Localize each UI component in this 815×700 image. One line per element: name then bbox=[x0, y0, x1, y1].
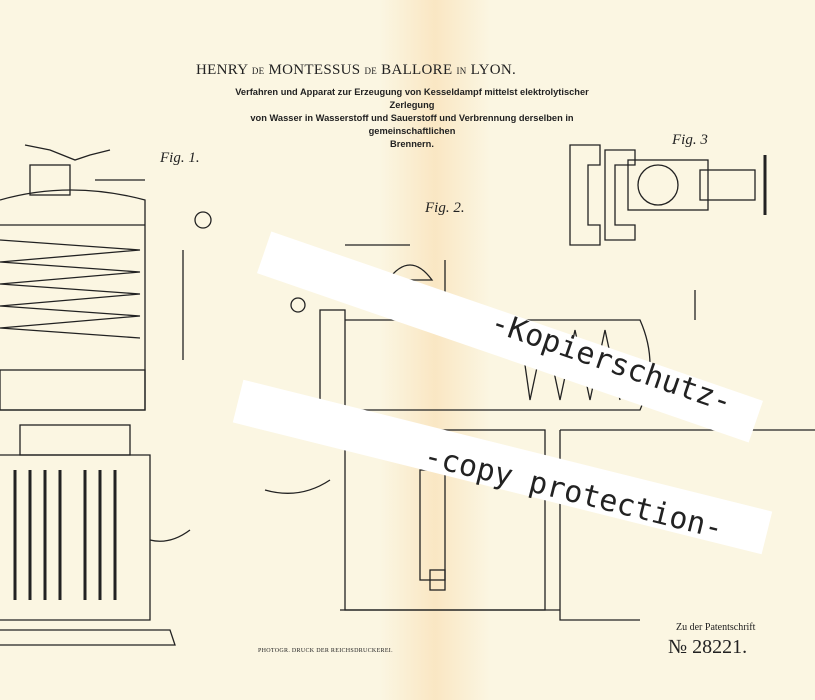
fig2-drawing bbox=[264, 244, 815, 621]
author-city: LYON. bbox=[470, 62, 517, 78]
paper-discoloration bbox=[380, 0, 490, 700]
title-line: Verfahren und Apparat zur Erzeugung von … bbox=[235, 87, 589, 110]
fig2-label: Fig. 2. bbox=[425, 200, 465, 216]
fig1-drawing bbox=[0, 144, 212, 646]
title-line: von Wasser in Wasserstoff und Sauerstoff… bbox=[250, 113, 574, 136]
author-name: MONTESSUS bbox=[268, 62, 361, 78]
patent-label: Zu der Patentschrift bbox=[676, 622, 756, 633]
fig3-drawing bbox=[569, 144, 767, 246]
fig3-label: Fig. 3 bbox=[672, 132, 708, 148]
title-line: Brennern. bbox=[390, 139, 434, 149]
printer-credit: PHOTOGR. DRUCK DER REICHSDRUCKEREI. bbox=[258, 648, 393, 654]
patent-number: № 28221. bbox=[668, 636, 748, 658]
author-first: HENRY bbox=[196, 62, 248, 78]
author-in: in bbox=[456, 66, 467, 76]
patent-title: Verfahren und Apparat zur Erzeugung von … bbox=[232, 86, 592, 151]
patent-author: HENRY de MONTESSUS de BALLORE in LYON. bbox=[196, 62, 516, 79]
fig1-label: Fig. 1. bbox=[160, 150, 200, 166]
author-particle: de bbox=[364, 66, 378, 76]
author-name: BALLORE bbox=[381, 62, 453, 78]
author-particle: de bbox=[251, 66, 265, 76]
